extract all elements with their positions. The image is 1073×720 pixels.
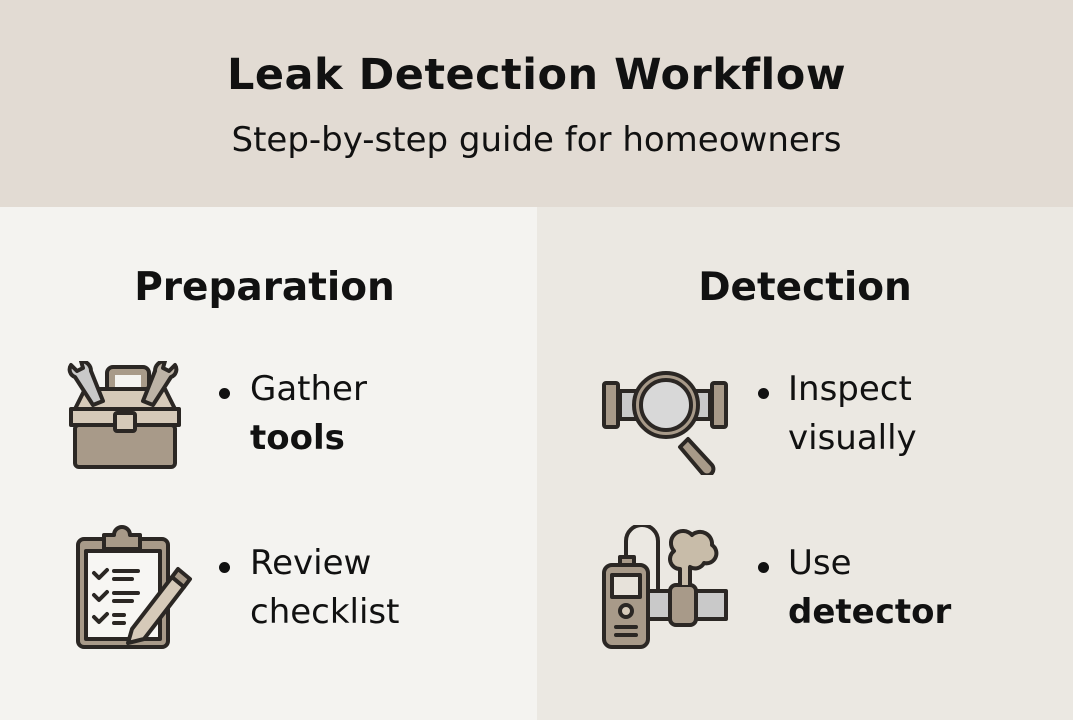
gas-detector-icon — [600, 523, 730, 651]
page-subtitle: Step-by-step guide for homeowners — [231, 120, 842, 160]
item-inspect-visually: Inspect visually — [788, 369, 917, 458]
item-use-detector: Use detector — [788, 543, 952, 632]
column-title-preparation: Preparation — [134, 265, 395, 310]
pipe-magnifier-icon — [600, 369, 730, 478]
clipboard-checklist-icon — [72, 525, 196, 651]
bullet-dot — [219, 388, 230, 399]
toolbox-icon — [63, 359, 187, 473]
bullet-dot — [758, 562, 769, 573]
bullet-dot — [758, 388, 769, 399]
detection-panel: Detection Inspect visually — [537, 207, 1073, 720]
item-review-checklist: Review checklist — [250, 543, 400, 632]
column-title-detection: Detection — [698, 265, 912, 310]
header-banner: Leak Detection Workflow Step-by-step gui… — [0, 0, 1073, 207]
page-title: Leak Detection Workflow — [226, 50, 847, 100]
bullet-dot — [219, 562, 230, 573]
preparation-panel: Preparation Gather tools — [0, 207, 537, 720]
item-gather-tools: Gather tools — [250, 369, 367, 458]
